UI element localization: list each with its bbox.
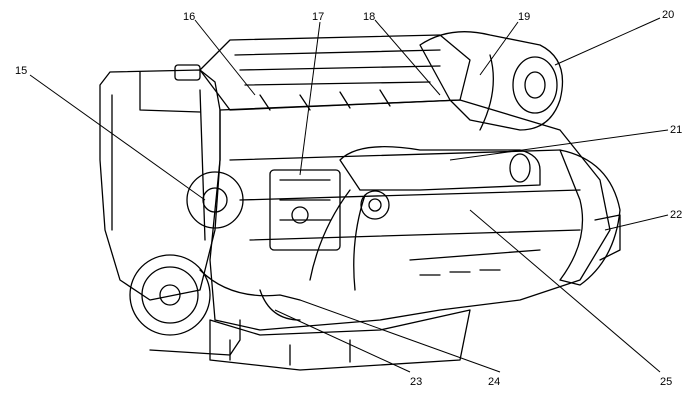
callout-24: 24 [488, 376, 500, 388]
valve-cover [199, 34, 471, 111]
engine-block [209, 99, 611, 331]
oil-pan [209, 309, 471, 371]
front-timing-cover [99, 69, 221, 301]
callout-21: 21 [670, 124, 682, 136]
callout-17: 17 [312, 11, 324, 23]
turbocharger [419, 31, 564, 131]
water-pump-pulley [186, 171, 244, 229]
callout-20: 20 [662, 9, 674, 21]
leader-lines [29, 17, 669, 373]
callout-22: 22 [670, 209, 682, 221]
crankshaft-pulley [129, 254, 211, 336]
flywheel-housing [559, 149, 621, 286]
callout-16: 16 [183, 11, 195, 23]
callout-23: 23 [410, 376, 422, 388]
callout-18: 18 [363, 11, 375, 23]
callout-19: 19 [518, 11, 530, 23]
callout-15: 15 [15, 65, 27, 77]
engine-illustration [99, 31, 621, 371]
callout-25: 25 [660, 376, 672, 388]
